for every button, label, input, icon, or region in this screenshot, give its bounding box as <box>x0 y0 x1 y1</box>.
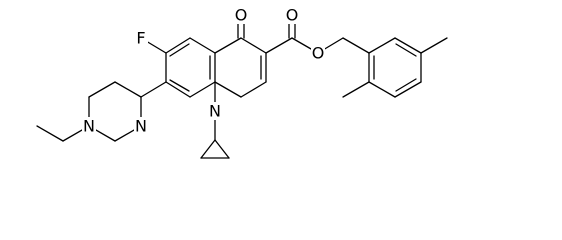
bond <box>214 139 230 159</box>
bond <box>36 125 64 142</box>
bonds <box>36 19 448 159</box>
bond <box>169 43 190 57</box>
bond <box>240 37 267 54</box>
piperazine-nitrogen-aryl-label: N <box>135 117 147 136</box>
bond <box>114 81 142 98</box>
bond <box>165 37 191 54</box>
bond <box>368 37 396 54</box>
bond <box>214 81 242 98</box>
bond <box>420 37 448 54</box>
bond <box>395 43 417 57</box>
bond <box>265 37 293 54</box>
fluorine-atom-label: F <box>136 29 145 48</box>
atom-labels: F O O O N N N <box>82 6 325 136</box>
bond <box>189 37 216 54</box>
bond <box>342 81 370 98</box>
carbonyl-oxygen-label: O <box>286 6 299 25</box>
bond <box>169 79 190 92</box>
ester-oxygen-label: O <box>312 44 325 63</box>
bond <box>342 37 370 54</box>
bond <box>88 81 116 98</box>
ketone-oxygen-label: O <box>235 6 248 25</box>
bond <box>394 37 422 54</box>
bond <box>394 81 422 98</box>
bond <box>240 81 267 98</box>
bond <box>395 78 417 92</box>
bond <box>165 81 191 98</box>
molecule-structure: F O O O N N N <box>36 6 448 159</box>
bond <box>368 81 396 98</box>
piperazine-nitrogen-ethyl-label: N <box>83 117 95 136</box>
quinolone-nitrogen-label: N <box>209 102 221 121</box>
bond <box>214 37 242 54</box>
bond <box>140 81 167 98</box>
bond <box>189 81 216 98</box>
bond <box>200 139 216 159</box>
